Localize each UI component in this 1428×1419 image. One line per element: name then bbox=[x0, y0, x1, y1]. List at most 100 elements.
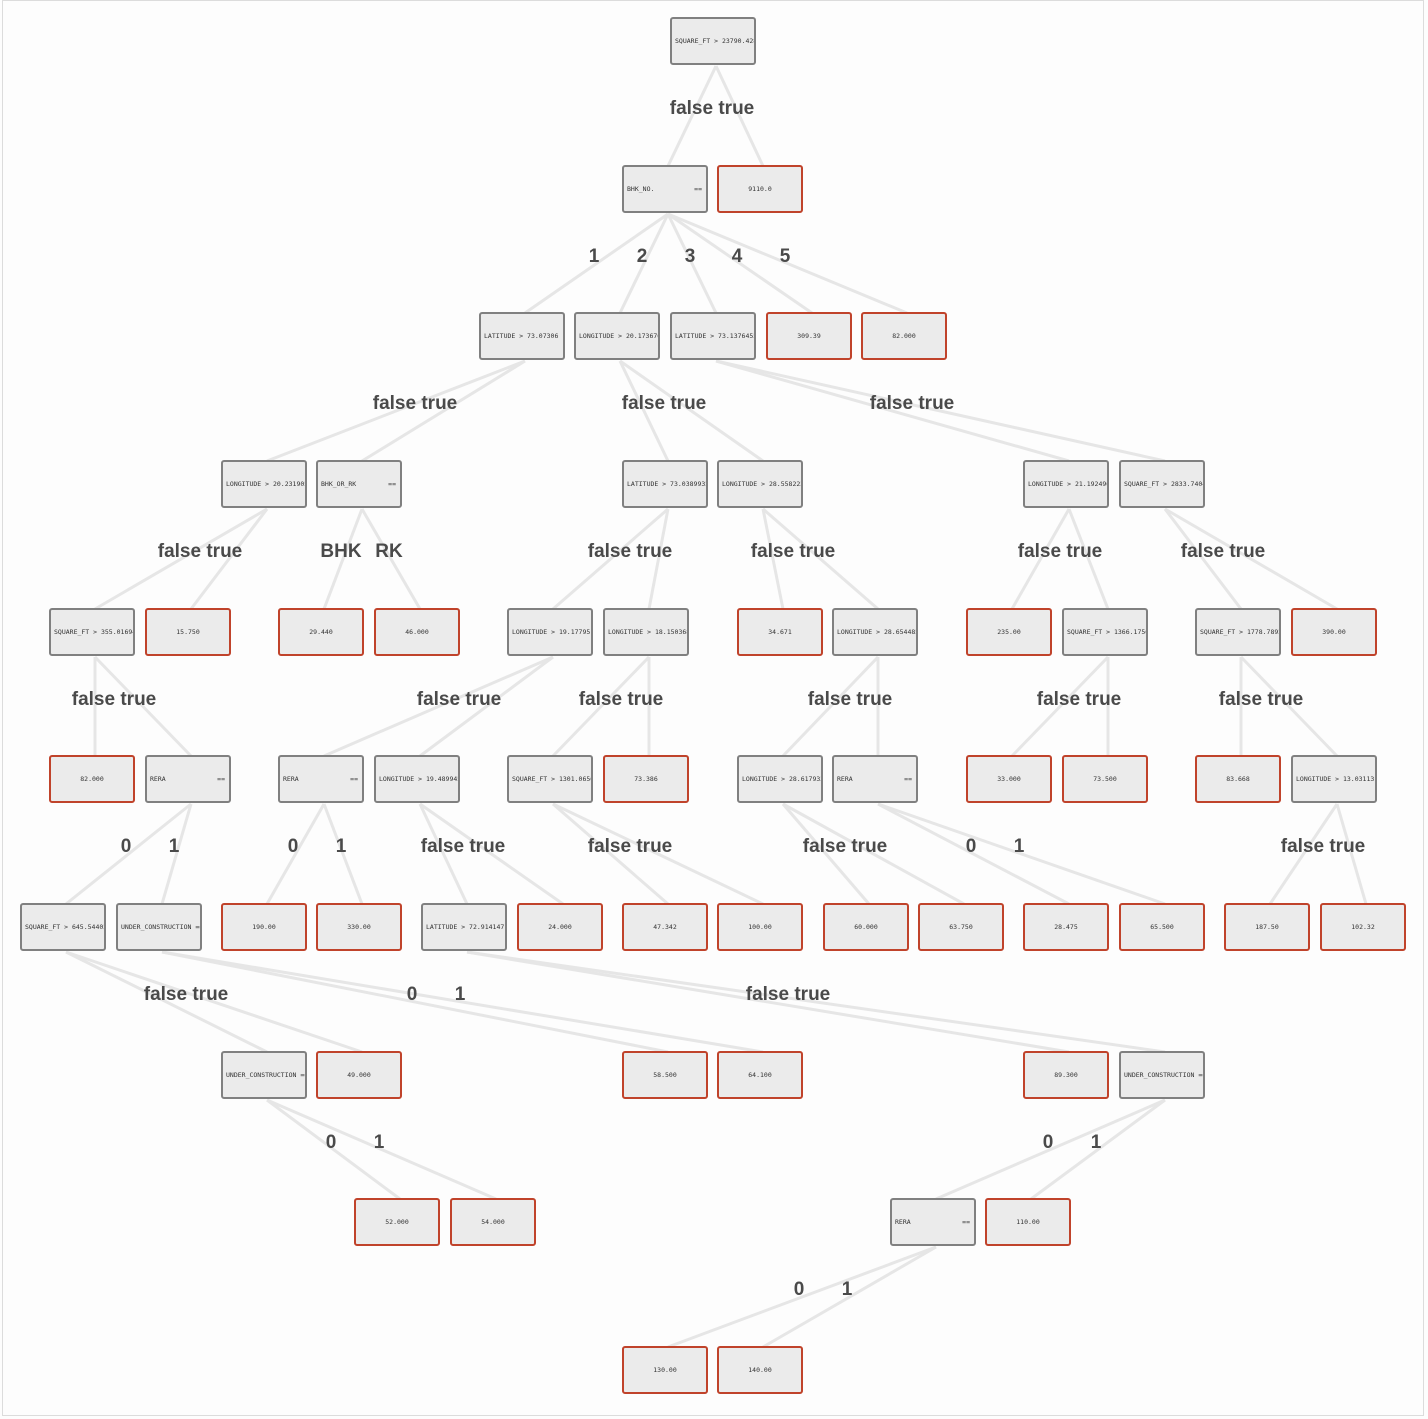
edge-n11-n19 bbox=[552, 507, 669, 611]
leaf-node-n62[interactable]: 110.00 bbox=[985, 1198, 1071, 1246]
split-node-n11[interactable]: LATITUDE > 73.0389932 bbox=[622, 460, 708, 508]
split-node-n43[interactable]: LATITUDE > 72.914147 bbox=[421, 903, 507, 951]
leaf-node-n26[interactable]: 390.00 bbox=[1291, 608, 1377, 656]
leaf-node-n46[interactable]: 100.00 bbox=[717, 903, 803, 951]
leaf-node-n35[interactable]: 33.000 bbox=[966, 755, 1052, 803]
split-node-n19[interactable]: LONGITUDE > 19.17795 bbox=[507, 608, 593, 656]
split-node-n4[interactable]: LATITUDE > 73.07306 bbox=[479, 312, 565, 360]
split-node-n34[interactable]: RERA == bbox=[832, 755, 918, 803]
split-node-n9[interactable]: LONGITUDE > 20.231905 bbox=[221, 460, 307, 508]
leaf-node-n37[interactable]: 83.668 bbox=[1195, 755, 1281, 803]
edge-n39-n53 bbox=[65, 950, 268, 1054]
edge-n28-n40 bbox=[160, 803, 193, 905]
split-node-n20[interactable]: LONGITUDE > 18.150368 bbox=[603, 608, 689, 656]
leaf-node-n49[interactable]: 28.475 bbox=[1023, 903, 1109, 951]
leaf-node-n50[interactable]: 65.500 bbox=[1119, 903, 1205, 951]
edge-n33-n48 bbox=[782, 802, 965, 906]
split-node-n58[interactable]: UNDER_CONSTRUCTION == bbox=[1119, 1051, 1205, 1099]
node-label: LONGITUDE > 20.173676 bbox=[579, 332, 660, 340]
split-node-n40[interactable]: UNDER_CONSTRUCTION == bbox=[116, 903, 202, 951]
split-node-n33[interactable]: LONGITUDE > 28.617933 bbox=[737, 755, 823, 803]
split-node-n10[interactable]: BHK_OR_RK== bbox=[316, 460, 402, 508]
split-node-n24[interactable]: SQUARE_FT > 1366.1756 bbox=[1062, 608, 1148, 656]
leaf-node-n8[interactable]: 82.000 bbox=[861, 312, 947, 360]
leaf-node-n51[interactable]: 187.50 bbox=[1224, 903, 1310, 951]
edge-label-l2c: 3 bbox=[684, 246, 696, 267]
edge-label-l31: false true bbox=[587, 836, 673, 857]
node-label: LONGITUDE > 28.558223 bbox=[722, 480, 803, 488]
leaf-node-n42[interactable]: 330.00 bbox=[316, 903, 402, 951]
leaf-node-n48[interactable]: 63.750 bbox=[918, 903, 1004, 951]
leaf-node-n59[interactable]: 52.000 bbox=[354, 1198, 440, 1246]
split-node-n12[interactable]: LONGITUDE > 28.558223 bbox=[717, 460, 803, 508]
leaf-node-n3[interactable]: 9110.0 bbox=[717, 165, 803, 213]
edge-label-l53b: 1 bbox=[373, 1132, 385, 1153]
node-label: 82.000 bbox=[892, 332, 916, 340]
node-label: RERA bbox=[837, 775, 853, 783]
node-label: RERA bbox=[150, 775, 166, 783]
split-node-n14[interactable]: SQUARE_FT > 2833.7404 bbox=[1119, 460, 1205, 508]
edge-label-l29a: 0 bbox=[287, 836, 299, 857]
node-label: 390.00 bbox=[1322, 628, 1346, 636]
split-node-n28[interactable]: RERA== bbox=[145, 755, 231, 803]
leaf-node-n57[interactable]: 89.300 bbox=[1023, 1051, 1109, 1099]
leaf-node-n18[interactable]: 46.000 bbox=[374, 608, 460, 656]
edge-n24-n35 bbox=[1010, 655, 1110, 758]
node-label: 83.668 bbox=[1226, 775, 1250, 783]
split-node-n29[interactable]: RERA== bbox=[278, 755, 364, 803]
edge-n13-n23 bbox=[1010, 508, 1071, 610]
split-node-n6[interactable]: LATITUDE > 73.1376455 bbox=[670, 312, 756, 360]
edge-n1-n3 bbox=[714, 65, 765, 167]
split-node-n31[interactable]: SQUARE_FT > 1301.0656 bbox=[507, 755, 593, 803]
node-label: SQUARE_FT > 1778.7892 bbox=[1200, 628, 1281, 636]
leaf-node-n21[interactable]: 34.671 bbox=[737, 608, 823, 656]
split-node-n30[interactable]: LONGITUDE > 19.489945 bbox=[374, 755, 460, 803]
split-node-n53[interactable]: UNDER_CONSTRUCTION == bbox=[221, 1051, 307, 1099]
leaf-node-n44[interactable]: 24.000 bbox=[517, 903, 603, 951]
node-label: LATITUDE > 72.914147 bbox=[426, 923, 505, 931]
leaf-node-n52[interactable]: 102.32 bbox=[1320, 903, 1406, 951]
leaf-node-n41[interactable]: 190.00 bbox=[221, 903, 307, 951]
edge-label-l10a: BHK bbox=[320, 541, 362, 562]
node-label: LONGITUDE > 28.654485 bbox=[837, 628, 918, 636]
node-label: LONGITUDE > 19.17795 bbox=[512, 628, 591, 636]
node-label: 89.300 bbox=[1054, 1071, 1078, 1079]
leaf-node-n60[interactable]: 54.000 bbox=[450, 1198, 536, 1246]
split-node-n39[interactable]: SQUARE_FT > 645.54402 bbox=[20, 903, 106, 951]
leaf-node-n54[interactable]: 49.000 bbox=[316, 1051, 402, 1099]
split-node-n5[interactable]: LONGITUDE > 20.173676 bbox=[574, 312, 660, 360]
split-node-n2[interactable]: BHK_NO.== bbox=[622, 165, 708, 213]
split-node-n25[interactable]: SQUARE_FT > 1778.7892 bbox=[1195, 608, 1281, 656]
node-label: 15.750 bbox=[176, 628, 200, 636]
node-label: 65.500 bbox=[1150, 923, 1174, 931]
split-node-n22[interactable]: LONGITUDE > 28.654485 bbox=[832, 608, 918, 656]
node-operator: == bbox=[962, 1218, 970, 1226]
split-node-n38[interactable]: LONGITUDE > 13.031131 bbox=[1291, 755, 1377, 803]
edge-label-l12: false true bbox=[750, 541, 836, 562]
leaf-node-n23[interactable]: 235.00 bbox=[966, 608, 1052, 656]
edge-n38-n51 bbox=[1268, 803, 1339, 905]
leaf-node-n32[interactable]: 73.386 bbox=[603, 755, 689, 803]
leaf-node-n47[interactable]: 60.000 bbox=[823, 903, 909, 951]
node-label: SQUARE_FT > 645.54402 bbox=[25, 923, 106, 931]
leaf-node-n7[interactable]: 309.39 bbox=[766, 312, 852, 360]
leaf-node-n55[interactable]: 58.500 bbox=[622, 1051, 708, 1099]
edge-label-l6: false true bbox=[869, 393, 955, 414]
split-node-n61[interactable]: RERA== bbox=[890, 1198, 976, 1246]
leaf-node-n17[interactable]: 29.440 bbox=[278, 608, 364, 656]
split-node-n1[interactable]: SQUARE_FT > 23790.428 bbox=[670, 17, 756, 65]
leaf-node-n64[interactable]: 140.00 bbox=[717, 1346, 803, 1394]
edge-label-l20: false true bbox=[578, 689, 664, 710]
leaf-node-n45[interactable]: 47.342 bbox=[622, 903, 708, 951]
node-operator: == bbox=[904, 775, 912, 783]
edge-label-l38: false true bbox=[1280, 836, 1366, 857]
leaf-node-n16[interactable]: 15.750 bbox=[145, 608, 231, 656]
split-node-n15[interactable]: SQUARE_FT > 355.01694 bbox=[49, 608, 135, 656]
leaf-node-n56[interactable]: 64.100 bbox=[717, 1051, 803, 1099]
split-node-n13[interactable]: LONGITUDE > 21.192496 bbox=[1023, 460, 1109, 508]
leaf-node-n63[interactable]: 130.00 bbox=[622, 1346, 708, 1394]
node-label: LONGITUDE > 20.231905 bbox=[226, 480, 307, 488]
leaf-node-n27[interactable]: 82.000 bbox=[49, 755, 135, 803]
leaf-node-n36[interactable]: 73.500 bbox=[1062, 755, 1148, 803]
